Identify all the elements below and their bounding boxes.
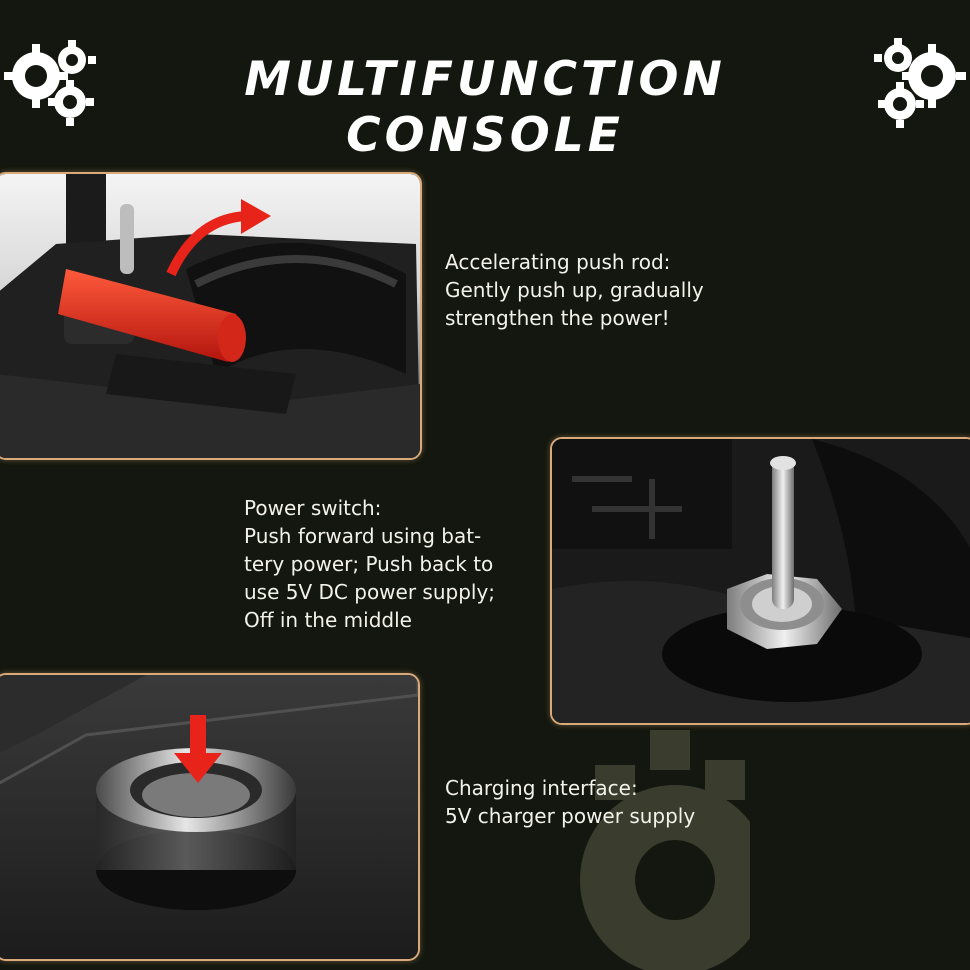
caption-line: Push forward using bat- [244, 524, 482, 548]
background-gear-icon [580, 730, 750, 970]
caption-line: use 5V DC power supply; [244, 580, 496, 604]
power-switch-panel [550, 437, 970, 725]
charging-port-image [0, 675, 418, 959]
caption-line: Charging interface: [445, 776, 638, 800]
gears-icon [4, 40, 96, 126]
caption-line: strengthen the power! [445, 306, 670, 330]
caption-line: Power switch: [244, 496, 382, 520]
push-rod-panel [0, 172, 422, 460]
caption-line: Gently push up, gradually [445, 278, 704, 302]
caption-line: Off in the middle [244, 608, 412, 632]
power-switch-caption: Power switch: Push forward using bat- te… [244, 494, 495, 634]
charging-interface-caption: Charging interface: 5V charger power sup… [445, 774, 695, 830]
toggle-switch-image [552, 439, 970, 723]
caption-line: 5V charger power supply [445, 804, 696, 828]
header: MULTIFUNCTION CONSOLE [0, 30, 970, 163]
page-title: MULTIFUNCTION CONSOLE [244, 52, 726, 163]
push-rod-image [0, 174, 420, 458]
gears-icon [874, 38, 966, 128]
push-rod-caption: Accelerating push rod: Gently push up, g… [445, 248, 704, 332]
caption-line: tery power; Push back to [244, 552, 494, 576]
caption-line: Accelerating push rod: [445, 250, 671, 274]
charging-interface-panel [0, 673, 420, 961]
